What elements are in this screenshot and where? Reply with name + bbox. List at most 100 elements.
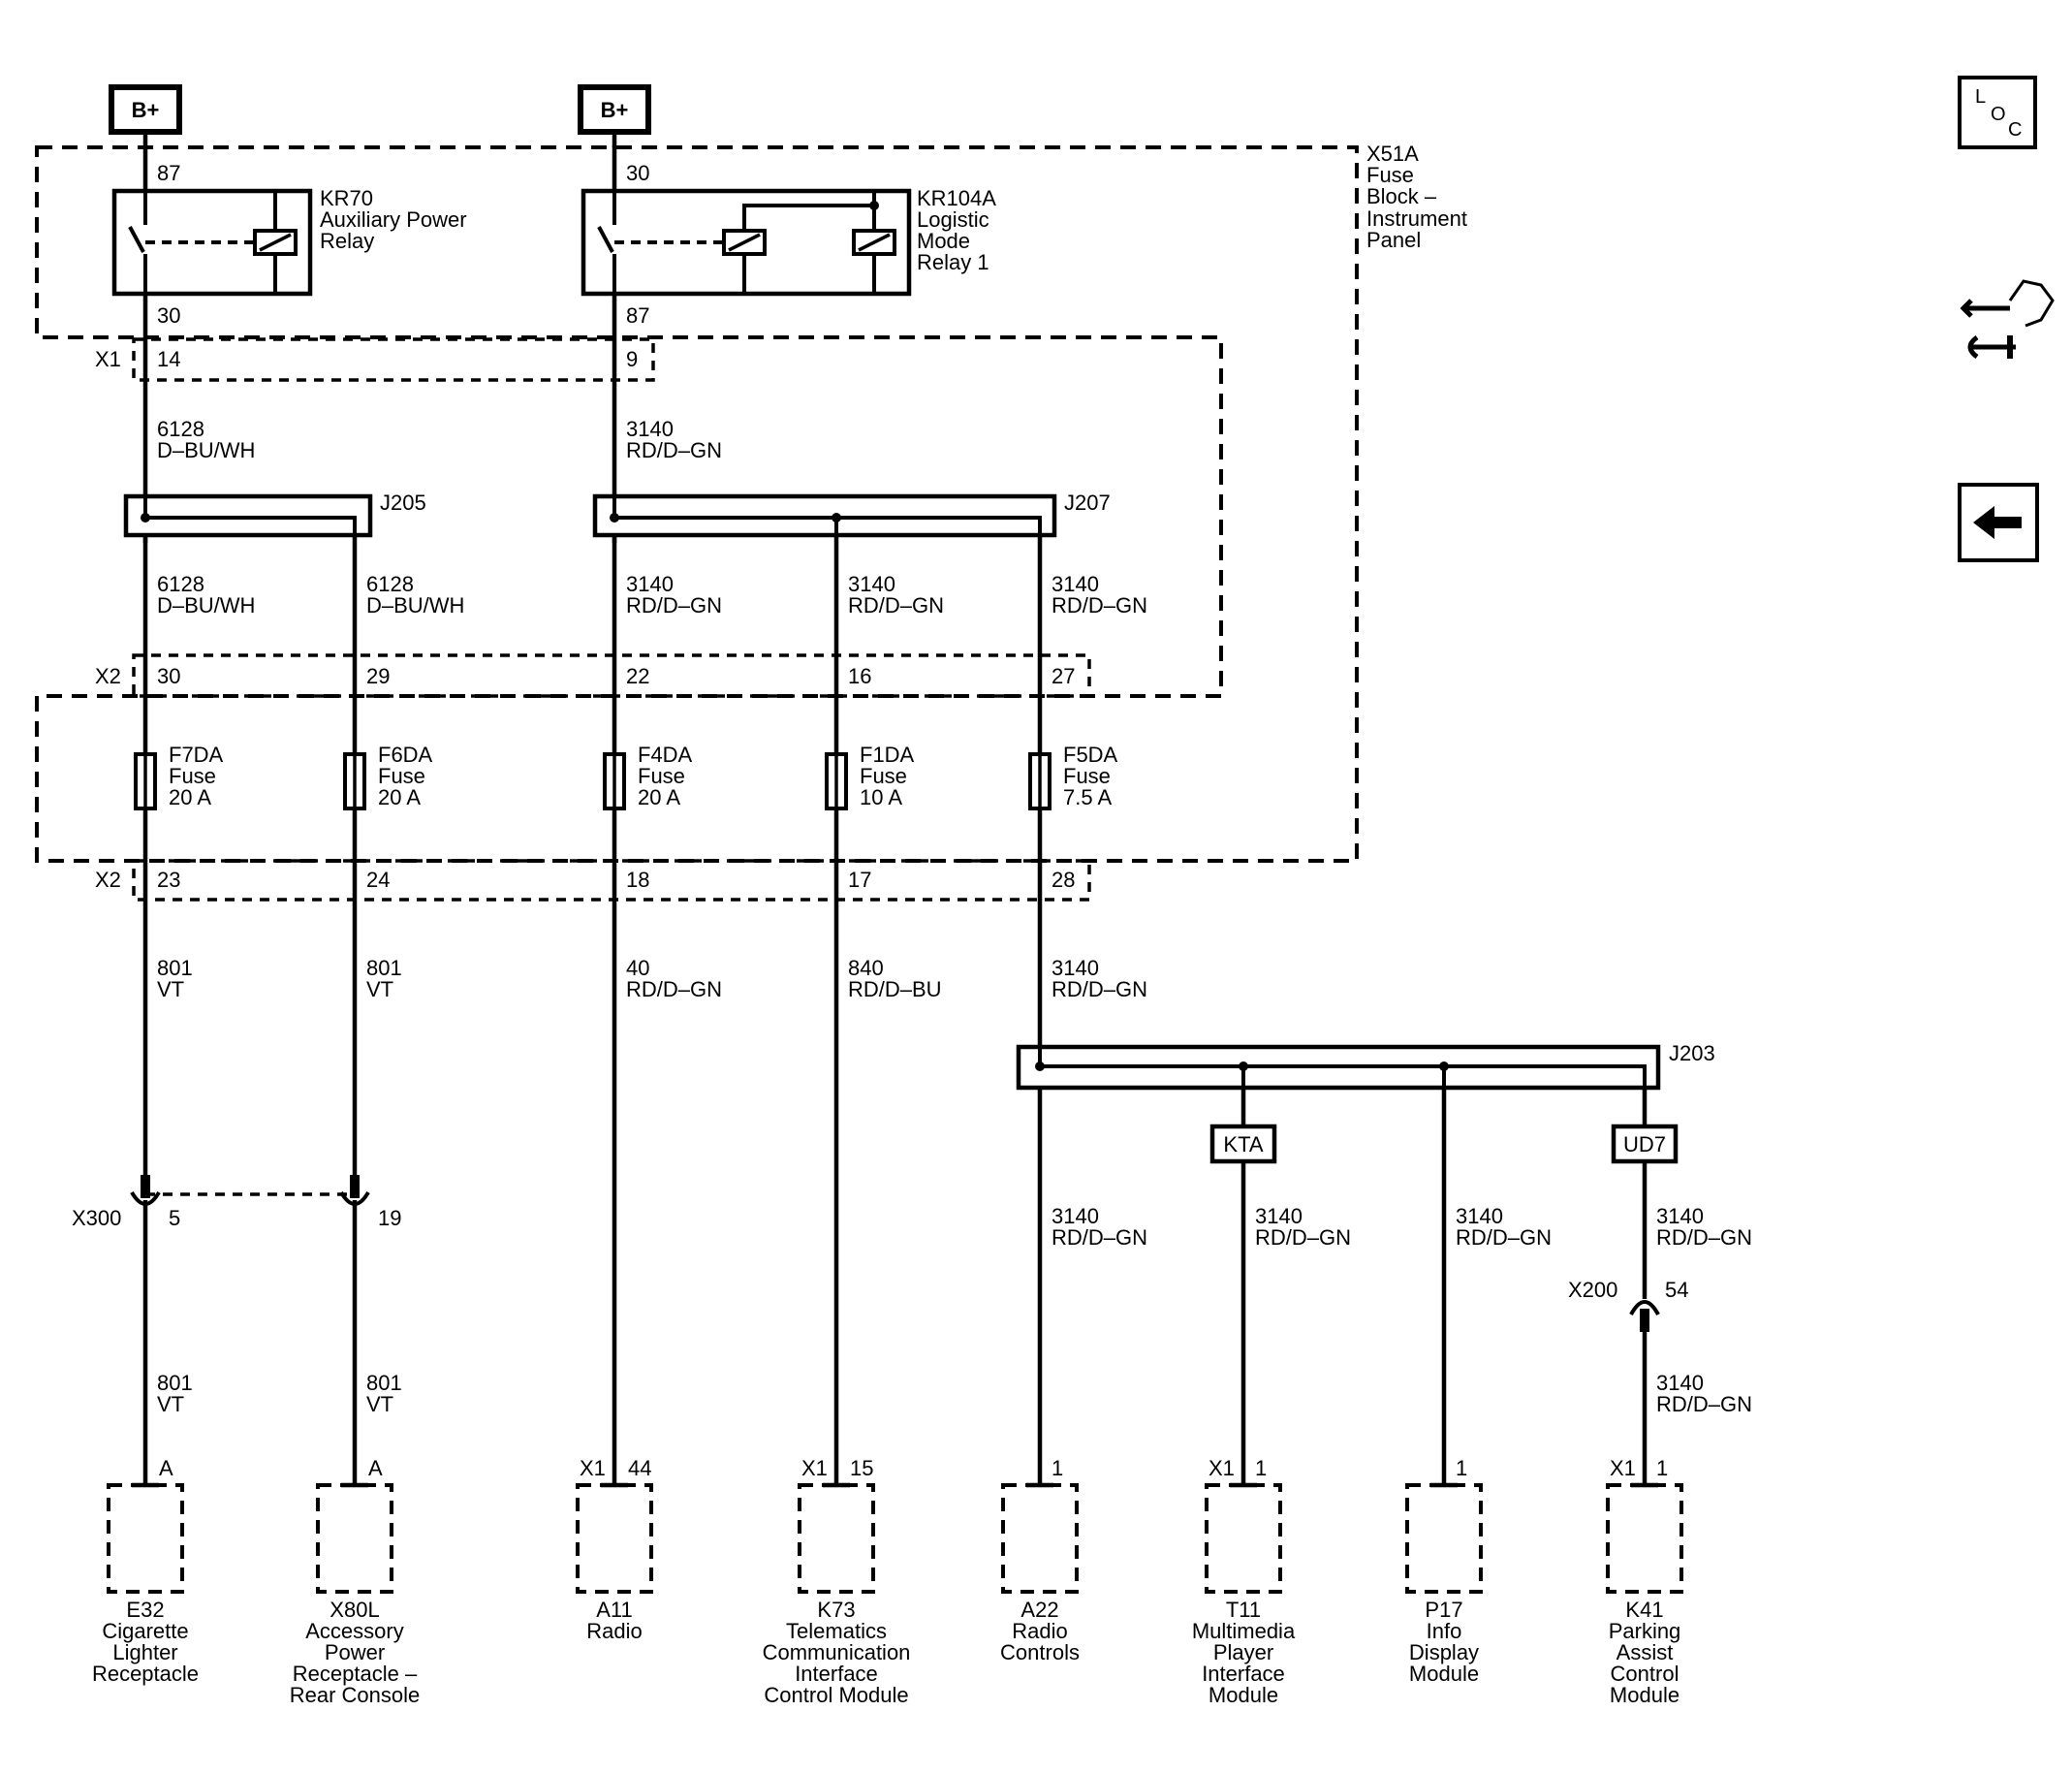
location-view-icon[interactable]: L O C bbox=[1958, 76, 2037, 149]
wire-label-3140-top: 3140 RD/D–GN bbox=[626, 417, 722, 462]
component-a11: A11 Radio bbox=[576, 1482, 653, 1643]
fuse-block-id: X51A bbox=[1366, 142, 1419, 166]
wire-number: 6128 bbox=[157, 572, 204, 596]
component-id: A22 bbox=[1020, 1598, 1058, 1622]
connector-pin: 23 bbox=[157, 868, 180, 892]
relay-pin: 87 bbox=[157, 161, 180, 185]
wire-color: RD/D–GN bbox=[1052, 1225, 1147, 1250]
component-pin: 44 bbox=[628, 1456, 651, 1480]
connector-view-icon[interactable] bbox=[1960, 279, 2055, 360]
connector-pin: 30 bbox=[157, 664, 180, 688]
component-desc: Module bbox=[1409, 1662, 1479, 1686]
fuse-block-text: Instrument bbox=[1366, 206, 1467, 231]
wire-color: D–BU/WH bbox=[366, 593, 464, 618]
relay-name: KR104A bbox=[917, 186, 996, 210]
wire-number: 840 bbox=[848, 956, 884, 980]
wire-number: 3140 bbox=[1052, 956, 1099, 980]
fuse-f5da: F5DA Fuse 7.5 A bbox=[1028, 743, 1118, 810]
splice-label: J203 bbox=[1669, 1041, 1715, 1065]
component-pin: 1 bbox=[1656, 1456, 1668, 1480]
component-pin: A bbox=[159, 1456, 173, 1480]
option-label: KTA bbox=[1223, 1132, 1263, 1156]
component-desc: Controls bbox=[1000, 1640, 1080, 1664]
back-arrow-icon[interactable] bbox=[1958, 483, 2039, 562]
component-desc: Power bbox=[325, 1640, 385, 1664]
component-k41: K41 Parking Assist Control Module bbox=[1606, 1482, 1683, 1707]
component-e32: E32 Cigarette Lighter Receptacle bbox=[92, 1482, 199, 1686]
wire-number: 801 bbox=[366, 956, 402, 980]
component-x80l: X80L Accessory Power Receptacle – Rear C… bbox=[290, 1482, 420, 1707]
component-id: E32 bbox=[126, 1598, 164, 1622]
relay-kr104a: 30 87 KR104A Logistic Mode Relay 1 bbox=[581, 161, 996, 328]
component-k73: K73 Telematics Communication Interface C… bbox=[763, 1482, 911, 1707]
wire-color: RD/D–GN bbox=[848, 593, 944, 618]
fuse-name: F4DA bbox=[638, 743, 693, 767]
component-pin: A bbox=[368, 1456, 383, 1480]
component-pin-labels: A A X1 44 X1 15 1 X1 1 1 X1 1 bbox=[159, 1456, 1668, 1480]
option-kta: KTA bbox=[1209, 1124, 1277, 1164]
fuse-rating: 20 A bbox=[378, 785, 421, 809]
relay-pin: 30 bbox=[626, 161, 649, 185]
fuse-block-text: Panel bbox=[1366, 228, 1421, 252]
connector-label: X300 bbox=[72, 1206, 121, 1230]
connector-pin: 27 bbox=[1052, 664, 1075, 688]
splice-label: J207 bbox=[1064, 491, 1111, 515]
bplus-source-1: B+ bbox=[109, 84, 182, 147]
wire-color: RD/D–GN bbox=[1456, 1225, 1552, 1250]
wire-labels-j203: 3140 RD/D–GN 3140 RD/D–GN 3140 RD/D–GN 3… bbox=[1052, 1204, 1752, 1250]
component-pin: 1 bbox=[1052, 1456, 1063, 1480]
connector-pin: 24 bbox=[366, 868, 390, 892]
component-desc: Module bbox=[1209, 1683, 1278, 1707]
wire-number: 6128 bbox=[366, 572, 414, 596]
connector-pin: 28 bbox=[1052, 868, 1075, 892]
connector-label: X1 bbox=[95, 347, 121, 371]
connector-label: X1 bbox=[801, 1456, 828, 1480]
wire-color: RD/D–GN bbox=[626, 438, 722, 462]
component-desc: Control bbox=[1611, 1662, 1680, 1686]
bplus-label: B+ bbox=[601, 98, 629, 122]
component-p17: P17 Info Display Module bbox=[1405, 1482, 1483, 1686]
connector-x1-outline bbox=[132, 337, 655, 382]
wire-color: D–BU/WH bbox=[157, 593, 255, 618]
component-desc: Interface bbox=[795, 1662, 878, 1686]
fuse-type: Fuse bbox=[378, 764, 425, 788]
component-pin: 1 bbox=[1255, 1456, 1267, 1480]
splice-label: J205 bbox=[380, 491, 426, 515]
wire-color: RD/D–BU bbox=[848, 977, 942, 1001]
connector-pin: 9 bbox=[626, 347, 638, 371]
fuse-f1da: F1DA Fuse 10 A bbox=[825, 743, 915, 810]
inline-connector-x300: X300 5 19 bbox=[72, 1175, 401, 1230]
fuse-f6da: F6DA Fuse 20 A bbox=[343, 743, 433, 810]
fuse-name: F5DA bbox=[1063, 743, 1118, 767]
component-desc: Telematics bbox=[786, 1619, 887, 1643]
fuse-rating: 20 A bbox=[169, 785, 211, 809]
fuse-block-label: X51A Fuse Block – Instrument Panel bbox=[1366, 142, 1467, 252]
wire-labels-bottom: 801 VT 801 VT 3140 RD/D–GN bbox=[157, 1371, 1752, 1416]
fuse-rating: 10 A bbox=[860, 785, 902, 809]
component-desc: Player bbox=[1213, 1640, 1273, 1664]
wire-label-6128-top: 6128 D–BU/WH bbox=[157, 417, 255, 462]
component-desc: Communication bbox=[763, 1640, 911, 1664]
splice-j203: J203 bbox=[1016, 1041, 1715, 1091]
connector-label: X1 bbox=[1209, 1456, 1235, 1480]
wire-color: VT bbox=[157, 977, 184, 1001]
fuse-block-text: Fuse bbox=[1366, 163, 1414, 187]
wire-color: D–BU/WH bbox=[157, 438, 255, 462]
wire-color: RD/D–GN bbox=[1656, 1392, 1752, 1416]
component-desc: Interface bbox=[1202, 1662, 1285, 1686]
x1-connector-labels: X1 14 9 bbox=[95, 347, 638, 371]
fuse-name: F1DA bbox=[860, 743, 915, 767]
x2-top-labels: X2 30 29 22 16 27 bbox=[95, 664, 1075, 688]
component-desc: Parking bbox=[1609, 1619, 1681, 1643]
inline-connector-x200: X200 54 bbox=[1568, 1278, 1688, 1332]
fuse-type: Fuse bbox=[1063, 764, 1111, 788]
wire-color: RD/D–GN bbox=[1052, 977, 1147, 1001]
loc-letter: L bbox=[1975, 86, 1986, 108]
component-id: P17 bbox=[1425, 1598, 1462, 1622]
relay-kr70: 87 30 KR70 Auxiliary Power Relay bbox=[111, 161, 467, 328]
splice-j205: J205 bbox=[123, 491, 426, 543]
component-desc: Lighter bbox=[112, 1640, 177, 1664]
relay-desc: Mode bbox=[917, 229, 970, 253]
wire-number: 3140 bbox=[626, 417, 674, 441]
